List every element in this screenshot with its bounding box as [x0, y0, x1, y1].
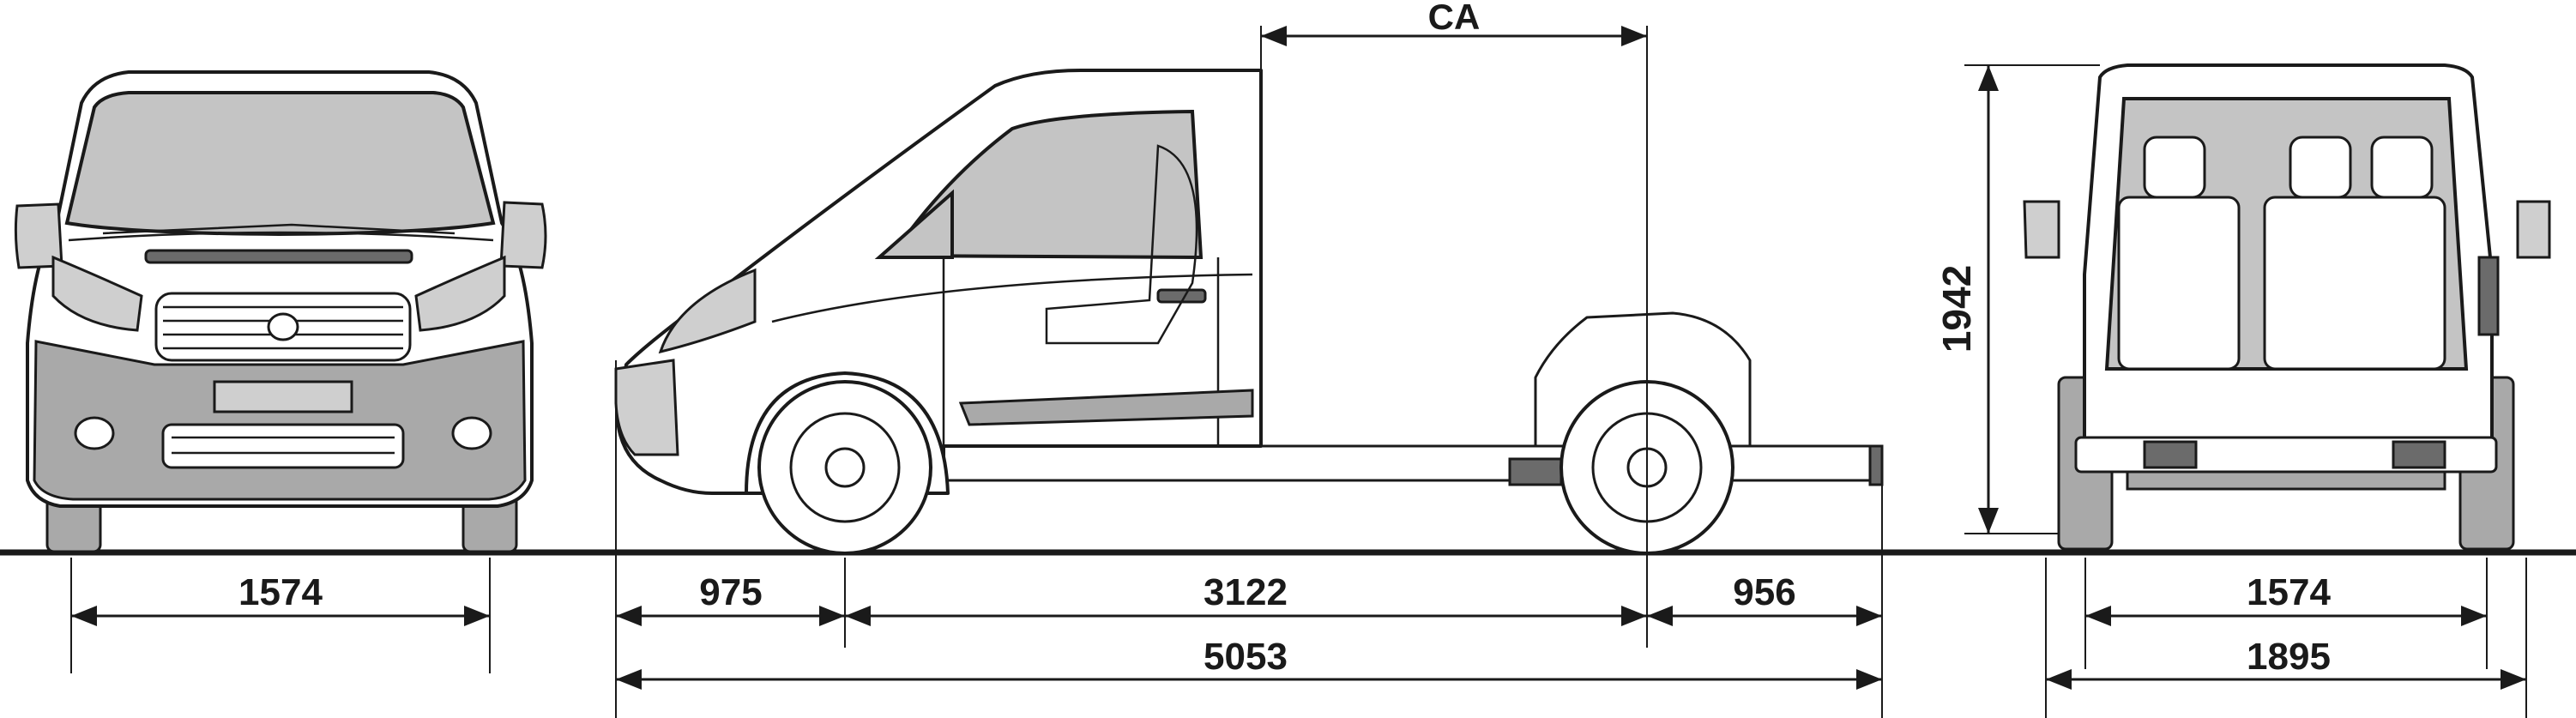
rear-view — [2023, 63, 2551, 551]
front-track-label: 1574 — [238, 571, 323, 613]
wheelbase-label: 3122 — [1204, 571, 1288, 613]
height-label: 1942 — [1934, 265, 1979, 353]
side-view — [614, 69, 1884, 555]
overall-width-label: 1895 — [2247, 636, 2331, 678]
rear-track-label: 1574 — [2247, 571, 2331, 613]
rear-overhang-label: 956 — [1733, 571, 1795, 613]
cab-to-axle-label: CA — [1428, 0, 1481, 37]
overall-length-label: 5053 — [1204, 636, 1288, 678]
front-view — [14, 70, 547, 553]
front-overhang-label: 975 — [699, 571, 762, 613]
